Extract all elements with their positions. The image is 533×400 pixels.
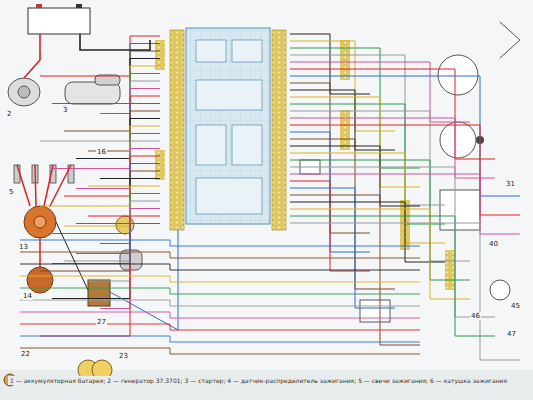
wire — [40, 171, 160, 271]
callout-number: 47 — [506, 330, 517, 338]
wire — [20, 348, 420, 354]
wire — [52, 179, 160, 299]
callout-number: 16 — [96, 148, 107, 156]
callout-number: 5 — [8, 188, 14, 196]
wire — [52, 224, 160, 264]
wire — [76, 59, 160, 159]
wire — [76, 149, 160, 189]
wire — [20, 324, 420, 330]
wire — [20, 336, 420, 342]
callout-number: 22 — [20, 350, 31, 358]
wire — [290, 139, 395, 289]
callout-number: 46 — [470, 312, 481, 320]
wire — [88, 111, 160, 151]
callout-number: 3 — [62, 106, 68, 114]
wire — [20, 276, 420, 282]
wire — [64, 96, 160, 196]
wire — [290, 104, 445, 224]
callout-number: 14 — [22, 292, 33, 300]
wire — [88, 201, 160, 281]
wire — [290, 188, 395, 308]
wire — [56, 222, 88, 290]
wire — [290, 202, 445, 262]
wire — [290, 90, 395, 150]
callout-number: 27 — [96, 318, 107, 326]
wire — [64, 186, 160, 226]
wire — [20, 252, 420, 258]
wire — [80, 34, 150, 50]
wire — [290, 118, 495, 178]
wire — [20, 240, 420, 246]
callout-number: 23 — [118, 352, 129, 360]
wire — [44, 165, 53, 206]
wire — [24, 34, 40, 78]
callout-number: 45 — [510, 302, 521, 310]
wire — [20, 264, 420, 270]
wire — [110, 230, 178, 330]
callout-number: 2 — [6, 110, 12, 118]
wire — [20, 312, 420, 318]
wire — [35, 165, 36, 206]
wire — [290, 55, 445, 205]
wire — [50, 165, 71, 206]
legend-caption: 1 — аккумуляторная батарея; 2 — генерато… — [8, 376, 523, 385]
wire — [20, 288, 420, 294]
wire — [20, 300, 420, 306]
callout-number: 31 — [505, 180, 516, 188]
wire — [290, 223, 520, 360]
wire — [52, 134, 160, 234]
callout-number: 40 — [488, 240, 499, 248]
wire — [290, 167, 495, 317]
wire — [40, 36, 160, 76]
wire — [17, 165, 30, 206]
wire — [39, 238, 41, 267]
callout-number: 13 — [18, 243, 29, 251]
